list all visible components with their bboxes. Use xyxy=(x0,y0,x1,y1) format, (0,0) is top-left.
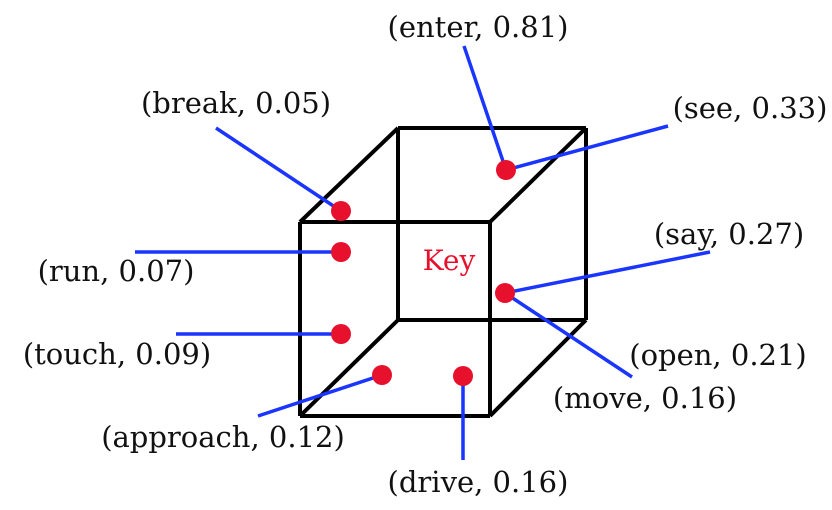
point-run xyxy=(331,242,351,262)
leader-break xyxy=(215,126,342,213)
label-drive: (drive, 0.16) xyxy=(388,465,569,499)
label-move: (move, 0.16) xyxy=(553,381,737,415)
point-touch xyxy=(331,324,351,344)
label-run: (run, 0.07) xyxy=(38,254,195,288)
leader-approach xyxy=(257,373,383,418)
leader-lines xyxy=(135,45,711,460)
center-label: Key xyxy=(423,244,476,277)
cube-edge xyxy=(298,126,400,224)
label-see: (see, 0.33) xyxy=(673,91,828,125)
point-break xyxy=(331,201,351,221)
label-approach: (approach, 0.12) xyxy=(101,420,345,454)
point-drive xyxy=(453,366,473,386)
label-open: (open, 0.21) xyxy=(629,338,807,372)
label-enter: (enter, 0.81) xyxy=(388,10,569,44)
point-enter xyxy=(496,160,516,180)
label-touch: (touch, 0.09) xyxy=(23,337,211,371)
leader-enter xyxy=(462,45,508,171)
leader-open xyxy=(504,291,633,379)
leader-see xyxy=(505,124,669,172)
cube-edge xyxy=(298,318,400,418)
point-say-open xyxy=(495,283,515,303)
data-points xyxy=(331,160,516,386)
label-say: (say, 0.27) xyxy=(654,217,804,251)
label-break: (break, 0.05) xyxy=(141,86,331,120)
point-approach xyxy=(372,365,392,385)
point-labels: (enter, 0.81) (break, 0.05) (see, 0.33) … xyxy=(23,10,828,499)
cube-edge xyxy=(488,126,588,224)
leader-say xyxy=(504,250,711,295)
